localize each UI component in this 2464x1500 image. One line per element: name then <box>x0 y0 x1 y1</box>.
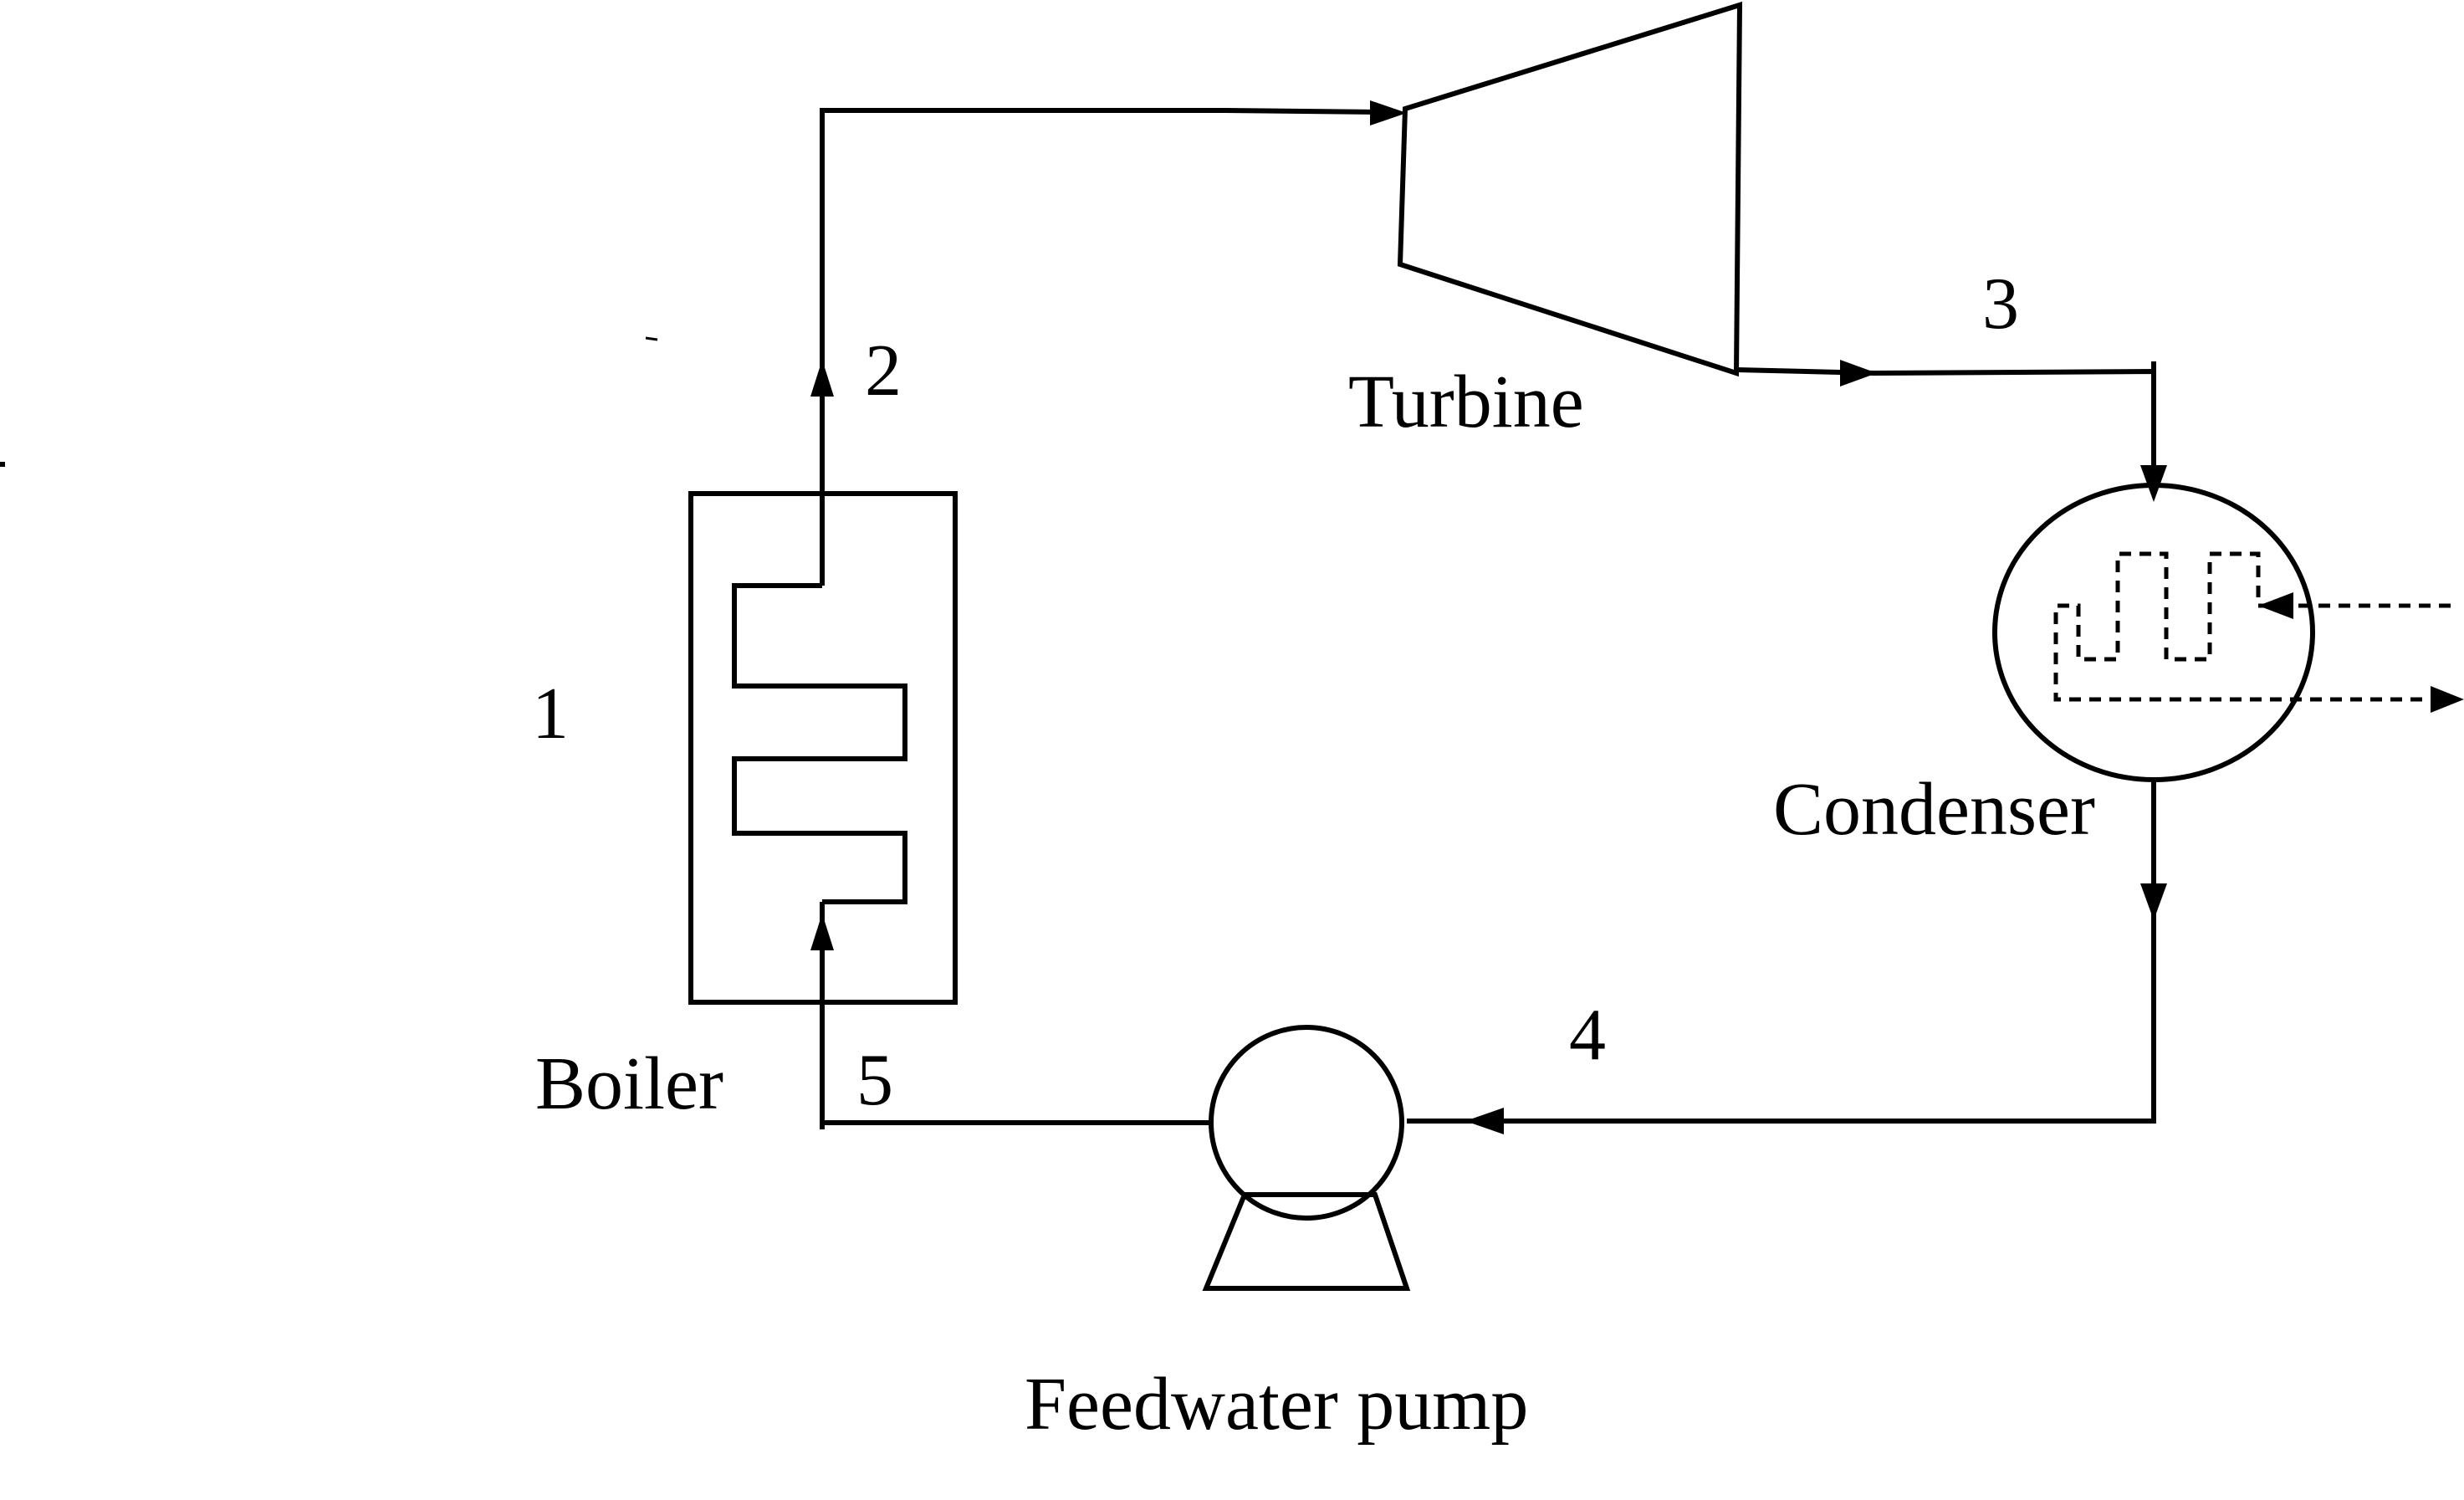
arrow-state-3 <box>1840 360 1877 387</box>
condenser-label: Condenser <box>1773 768 2095 851</box>
turbine-shape <box>1397 1 1743 377</box>
state-point-1: 1 <box>532 673 569 755</box>
state-point-2: 2 <box>865 330 902 412</box>
pump-label: Feedwater pump <box>1025 1363 1528 1446</box>
state-point-3: 3 <box>1982 264 2019 345</box>
arrow-out-of-condenser <box>2140 883 2167 920</box>
pump-base <box>1202 1192 1411 1291</box>
state-point-4: 4 <box>1569 995 1606 1076</box>
cooling-water-out-arrow <box>2431 686 2464 713</box>
arrow-into-turbine <box>1370 100 1407 125</box>
pipe-turbine-to-condenser <box>1736 367 2156 475</box>
arrow-state-2 <box>810 360 834 397</box>
condenser-shell <box>1992 483 2315 782</box>
boiler-coil <box>732 583 907 904</box>
boiler-label: Boiler <box>535 1042 723 1125</box>
arrow-into-pump <box>1465 1108 1504 1134</box>
pipe-boiler-to-turbine <box>820 108 1381 586</box>
stray-mark-top <box>645 336 658 341</box>
cooling-water-in-arrow <box>2258 592 2293 619</box>
pump-body <box>1209 1025 1404 1221</box>
state-point-5: 5 <box>856 1040 893 1121</box>
turbine-label: Turbine <box>1348 361 1584 443</box>
arrow-into-boiler <box>810 914 834 950</box>
condenser-cooling-coil <box>2053 551 2451 702</box>
